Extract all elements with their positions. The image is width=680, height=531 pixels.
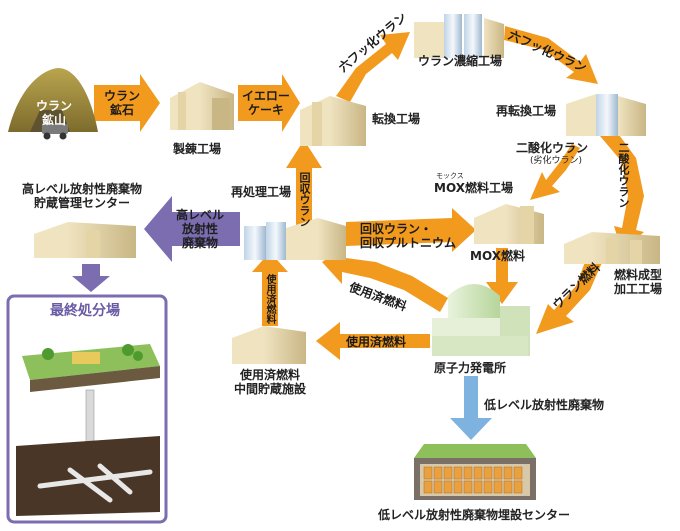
mox-plant-icon xyxy=(474,204,544,244)
uo2-label: 二酸化ウラン xyxy=(516,141,589,155)
uranium-ore-label: ウラン鉱石 xyxy=(104,89,141,117)
nuclear-plant-icon xyxy=(432,284,530,356)
yellowcake-label: イエローケーキ xyxy=(242,89,290,117)
spent-fuel-vertical-arrow xyxy=(252,252,288,326)
llw-label: 低レベル放射性廃棄物 xyxy=(484,398,605,412)
spent-fuel-storage-arrow xyxy=(316,322,430,360)
conversion-plant-label: 転換工場 xyxy=(372,112,421,126)
reprocessing-plant-icon xyxy=(244,218,346,260)
flow-arrows xyxy=(94,26,644,360)
final-disposal-panel xyxy=(6,294,168,524)
refining-plant-icon xyxy=(170,82,234,130)
recovered-arrow xyxy=(346,208,476,252)
hlw-storage-label: 高レベル放射性廃棄物貯蔵管理センター xyxy=(22,182,143,210)
recovered-uranium-label: 回収ウラン xyxy=(298,172,311,227)
interim-storage-icon xyxy=(232,326,306,364)
llw-disposal-label: 低レベル放射性廃棄物埋設センター xyxy=(378,508,571,522)
uf6-arrow-1 xyxy=(336,32,410,102)
reprocessing-plant-label: 再処理工場 xyxy=(231,185,292,199)
reconversion-plant-icon xyxy=(566,94,646,136)
llw-disposal-icon xyxy=(414,444,536,500)
uf6-arrow-2 xyxy=(504,26,598,84)
interim-storage-label: 使用済燃料中間貯蔵施設 xyxy=(234,368,307,396)
yellowcake-arrow xyxy=(238,74,300,132)
mox-fuel-arrow xyxy=(486,248,518,304)
uo2-vertical-label: 二酸化ウラン xyxy=(617,142,630,208)
final-disposal-label: 最終処分場 xyxy=(50,303,120,319)
enrichment-plant-icon xyxy=(414,14,504,58)
hlw-label: 高レベル放射性廃棄物 xyxy=(176,208,225,250)
mox-plant-ruby: モックス xyxy=(436,172,464,180)
uo2-arrow-mox xyxy=(530,144,580,200)
uranium-mine-label: ウラン鉱山 xyxy=(36,99,73,127)
hlw-arrow xyxy=(144,196,240,262)
ore-arrow xyxy=(94,74,160,132)
reconversion-plant-label: 再転換工場 xyxy=(496,104,557,118)
nuclear-plant-label: 原子力発電所 xyxy=(434,361,507,375)
enrichment-plant-label: ウラン濃縮工場 xyxy=(418,54,503,68)
spent-fuel-reprocessing-arrow xyxy=(322,246,448,312)
recovered-label: 回収ウラン・回収プルトニウム xyxy=(360,222,457,250)
fuel-fabrication-icon xyxy=(564,232,660,264)
depleted-uranium-label: (劣化ウラン) xyxy=(530,156,583,166)
llw-arrow xyxy=(450,376,492,440)
spent-fuel-storage-label: 使用済燃料 xyxy=(346,335,407,349)
uo2-arrow-fab xyxy=(600,128,644,252)
spent-fuel-vertical-label: 使用済燃料 xyxy=(264,274,275,324)
conversion-plant-icon xyxy=(300,96,366,146)
mox-plant-label: MOX燃料工場 xyxy=(434,181,513,195)
refining-plant-label: 製錬工場 xyxy=(173,142,222,156)
fuel-fabrication-label: 燃料成型加工工場 xyxy=(614,268,663,296)
uranium-fuel-arrow xyxy=(536,254,604,334)
uranium-mine-icon xyxy=(8,68,98,140)
mox-fuel-label: MOX燃料 xyxy=(470,249,525,263)
hlw-storage-icon xyxy=(34,222,136,258)
recovered-uranium-arrow xyxy=(286,140,322,238)
to-disposal-arrow xyxy=(72,264,110,292)
